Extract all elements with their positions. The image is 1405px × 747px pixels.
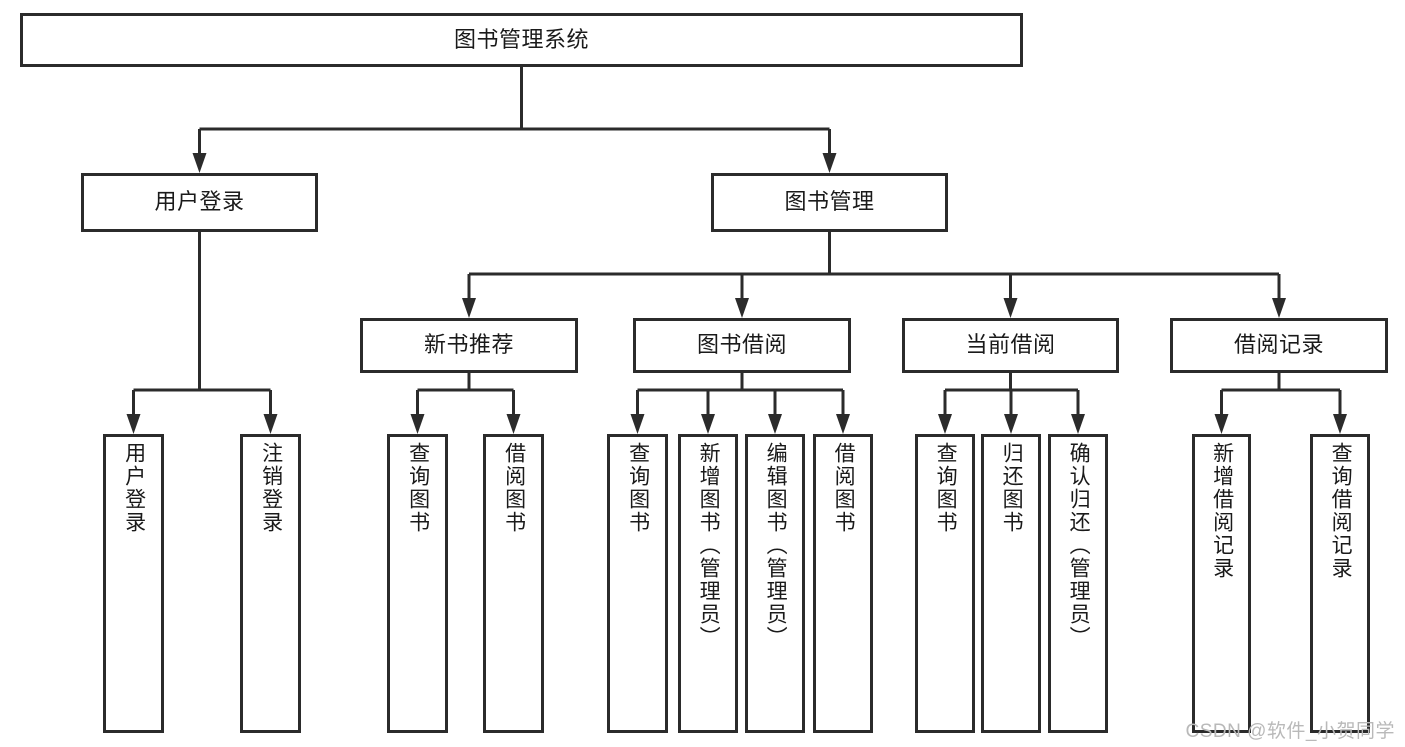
arrow-head-icon: [1004, 414, 1018, 434]
arrow-head-icon: [768, 414, 782, 434]
node-leaf-add-book-box[interactable]: [678, 434, 738, 733]
node-leaf-confirm-return-box[interactable]: [1048, 434, 1108, 733]
node-leaf-query-book-a-box[interactable]: [387, 434, 448, 733]
arrow-head-icon: [938, 414, 952, 434]
node-leaf-borrow-book-b[interactable]: [813, 434, 873, 733]
node-leaf-edit-book-box[interactable]: [745, 434, 805, 733]
node-root-box[interactable]: [20, 13, 1023, 67]
node-leaf-query-book-c[interactable]: [915, 434, 975, 733]
node-leaf-user-logout-box[interactable]: [240, 434, 301, 733]
node-leaf-borrow-book-a[interactable]: [483, 434, 544, 733]
node-leaf-query-book-a[interactable]: [387, 434, 448, 733]
node-book-borrow[interactable]: [633, 318, 851, 373]
node-book-borrow-box[interactable]: [633, 318, 851, 373]
arrow-head-icon: [410, 414, 425, 434]
node-leaf-user-login-box[interactable]: [103, 434, 164, 733]
node-book-manage-box[interactable]: [711, 173, 948, 232]
node-leaf-user-logout[interactable]: [240, 434, 301, 733]
arrow-head-icon: [735, 298, 749, 318]
arrow-head-icon: [1272, 298, 1286, 318]
node-new-book-rec[interactable]: [360, 318, 578, 373]
node-leaf-add-book[interactable]: [678, 434, 738, 733]
arrow-head-icon: [701, 414, 715, 434]
arrow-head-icon: [1003, 298, 1018, 318]
node-book-manage[interactable]: [711, 173, 948, 232]
node-leaf-confirm-return[interactable]: [1048, 434, 1108, 733]
node-borrow-record-box[interactable]: [1170, 318, 1388, 373]
arrow-head-icon: [1333, 414, 1347, 434]
node-leaf-query-record-box[interactable]: [1310, 434, 1370, 733]
connector-layer: [126, 67, 1347, 434]
node-user-login-box[interactable]: [81, 173, 318, 232]
arrow-head-icon: [126, 414, 141, 434]
node-leaf-borrow-book-b-box[interactable]: [813, 434, 873, 733]
arrow-head-icon: [192, 153, 207, 173]
node-leaf-return-book-box[interactable]: [981, 434, 1041, 733]
arrow-head-icon: [462, 298, 476, 318]
node-leaf-user-login[interactable]: [103, 434, 164, 733]
arrow-head-icon: [630, 414, 645, 434]
node-leaf-return-book[interactable]: [981, 434, 1041, 733]
arrow-head-icon: [1214, 414, 1229, 434]
node-borrow-record[interactable]: [1170, 318, 1388, 373]
node-new-book-rec-box[interactable]: [360, 318, 578, 373]
node-leaf-query-book-b-box[interactable]: [607, 434, 668, 733]
node-leaf-query-book-c-box[interactable]: [915, 434, 975, 733]
node-root[interactable]: [20, 13, 1023, 67]
box-layer: [20, 13, 1388, 733]
node-current-borrow-box[interactable]: [902, 318, 1119, 373]
arrow-head-icon: [506, 414, 521, 434]
arrow-head-icon: [836, 414, 850, 434]
node-leaf-add-record-box[interactable]: [1192, 434, 1251, 733]
arrow-head-icon: [822, 153, 837, 173]
node-current-borrow[interactable]: [902, 318, 1119, 373]
node-leaf-query-book-b[interactable]: [607, 434, 668, 733]
arrow-head-icon: [263, 414, 278, 434]
node-leaf-query-record[interactable]: [1310, 434, 1370, 733]
node-leaf-edit-book[interactable]: [745, 434, 805, 733]
node-user-login[interactable]: [81, 173, 318, 232]
node-leaf-add-record[interactable]: [1192, 434, 1251, 733]
node-leaf-borrow-book-a-box[interactable]: [483, 434, 544, 733]
arrow-head-icon: [1071, 414, 1085, 434]
